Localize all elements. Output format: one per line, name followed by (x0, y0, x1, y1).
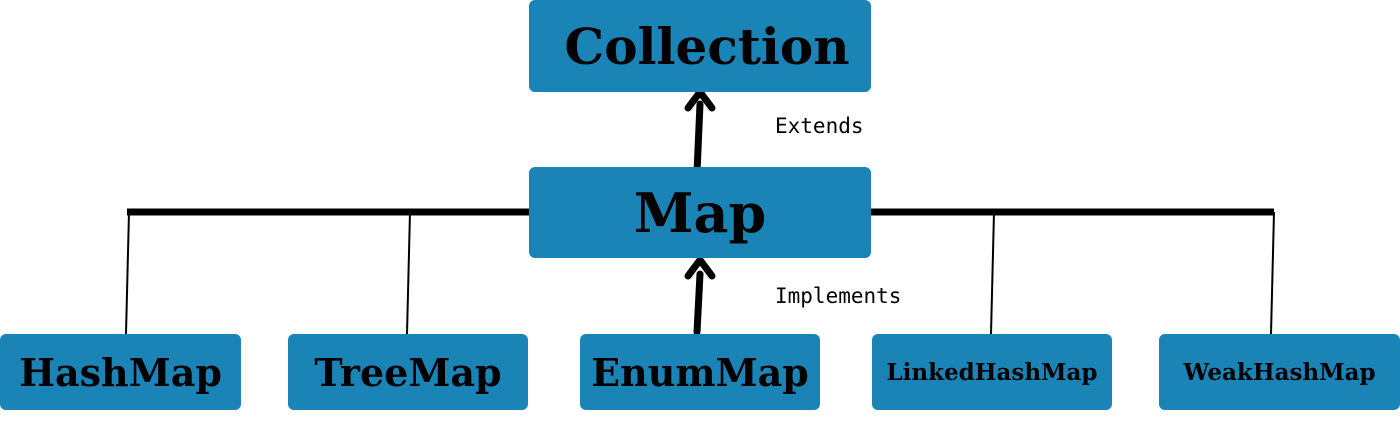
extends-label: Extends (775, 114, 864, 138)
hashmap-label: HashMap (19, 349, 222, 395)
treemap-connector (406, 211, 411, 335)
treemap-label: TreeMap (314, 349, 502, 395)
map-label: Map (633, 180, 767, 245)
hashmap-box: HashMap (0, 334, 241, 410)
weakhashmap-connector (1270, 211, 1275, 335)
linkedhashmap-label: LinkedHashMap (886, 358, 1098, 386)
implements-arrow-head (684, 256, 716, 280)
extends-arrow-shaft (693, 100, 704, 176)
extends-arrow-head (684, 88, 716, 112)
weakhashmap-label: WeakHashMap (1183, 358, 1376, 386)
map-box: Map (529, 167, 871, 258)
linkedhashmap-box: LinkedHashMap (872, 334, 1112, 410)
weakhashmap-box: WeakHashMap (1159, 334, 1400, 410)
treemap-box: TreeMap (288, 334, 528, 410)
collection-label: Collection (564, 16, 850, 76)
enummap-box: EnumMap (580, 334, 820, 410)
implements-arrow-shaft (693, 270, 704, 336)
collection-box: Collection (529, 0, 871, 92)
implements-label: Implements (775, 284, 902, 308)
hashmap-connector (125, 211, 130, 335)
linkedhashmap-connector (990, 211, 995, 335)
enummap-label: EnumMap (591, 349, 809, 395)
